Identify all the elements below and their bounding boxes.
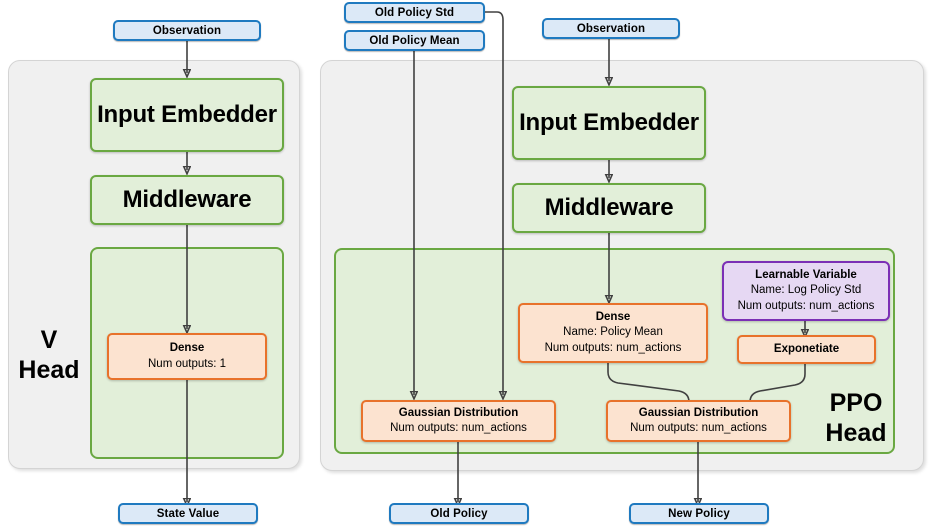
ppo-head-label-line2: Head	[825, 419, 887, 447]
output-old-policy-label: Old Policy	[430, 507, 488, 520]
gaussian-new-title: Gaussian Distribution	[638, 406, 759, 419]
gaussian-new-outputs: Num outputs: num_actions	[630, 422, 767, 434]
output-state-value-label: State Value	[156, 507, 220, 520]
ppo-head-dense-outputs: Num outputs: num_actions	[544, 341, 682, 354]
v-head-label-line2: Head	[18, 356, 80, 384]
input-old-policy-std[interactable]: Old Policy Std	[344, 2, 485, 23]
input-old-policy-std-label: Old Policy Std	[374, 6, 455, 19]
ppo-head-gaussian-new[interactable]: Gaussian Distribution Num outputs: num_a…	[606, 400, 791, 442]
ppo-head-input-embedder-label: Input Embedder	[519, 109, 699, 136]
v-head-label-line1: V	[40, 326, 58, 354]
learnable-variable-outputs: Num outputs: num_actions	[737, 299, 875, 312]
output-old-policy[interactable]: Old Policy	[389, 503, 529, 524]
ppo-head-middleware[interactable]: Middleware	[512, 183, 706, 233]
input-observation-left-label: Observation	[152, 24, 222, 37]
ppo-head-gaussian-old[interactable]: Gaussian Distribution Num outputs: num_a…	[361, 400, 556, 442]
output-new-policy[interactable]: New Policy	[629, 503, 769, 524]
v-head-dense[interactable]: Dense Num outputs: 1	[107, 333, 267, 380]
ppo-head-label-line1: PPO	[829, 389, 883, 417]
learnable-variable-name: Name: Log Policy Std	[750, 284, 862, 297]
input-old-policy-mean[interactable]: Old Policy Mean	[344, 30, 485, 51]
v-head-dense-outputs: Num outputs: 1	[148, 357, 226, 370]
ppo-head-input-embedder[interactable]: Input Embedder	[512, 86, 706, 160]
v-head-label: V Head	[14, 325, 84, 385]
ppo-head-dense-title: Dense	[595, 310, 631, 323]
input-old-policy-mean-label: Old Policy Mean	[369, 34, 460, 47]
ppo-head-dense-policy-mean[interactable]: Dense Name: Policy Mean Num outputs: num…	[518, 303, 708, 363]
input-observation-right-label: Observation	[576, 22, 646, 35]
v-head-middleware-label: Middleware	[122, 186, 252, 213]
input-observation-right[interactable]: Observation	[542, 18, 680, 39]
gaussian-old-outputs: Num outputs: num_actions	[390, 422, 527, 434]
output-state-value[interactable]: State Value	[118, 503, 258, 524]
exponetiate-title: Exponetiate	[773, 342, 840, 355]
ppo-head-exponetiate[interactable]: Exponetiate	[737, 335, 876, 364]
input-observation-left[interactable]: Observation	[113, 20, 261, 41]
ppo-head-learnable-variable[interactable]: Learnable Variable Name: Log Policy Std …	[722, 261, 890, 321]
ppo-head-label: PPO Head	[818, 388, 894, 448]
v-head-input-embedder[interactable]: Input Embedder	[90, 78, 284, 152]
v-head-input-embedder-label: Input Embedder	[97, 101, 277, 128]
learnable-variable-title: Learnable Variable	[755, 268, 857, 281]
ppo-head-dense-name: Name: Policy Mean	[563, 326, 663, 339]
ppo-head-middleware-label: Middleware	[544, 194, 674, 221]
gaussian-old-title: Gaussian Distribution	[398, 406, 519, 419]
v-head-middleware[interactable]: Middleware	[90, 175, 284, 225]
v-head-dense-title: Dense	[169, 342, 205, 354]
output-new-policy-label: New Policy	[668, 507, 730, 520]
